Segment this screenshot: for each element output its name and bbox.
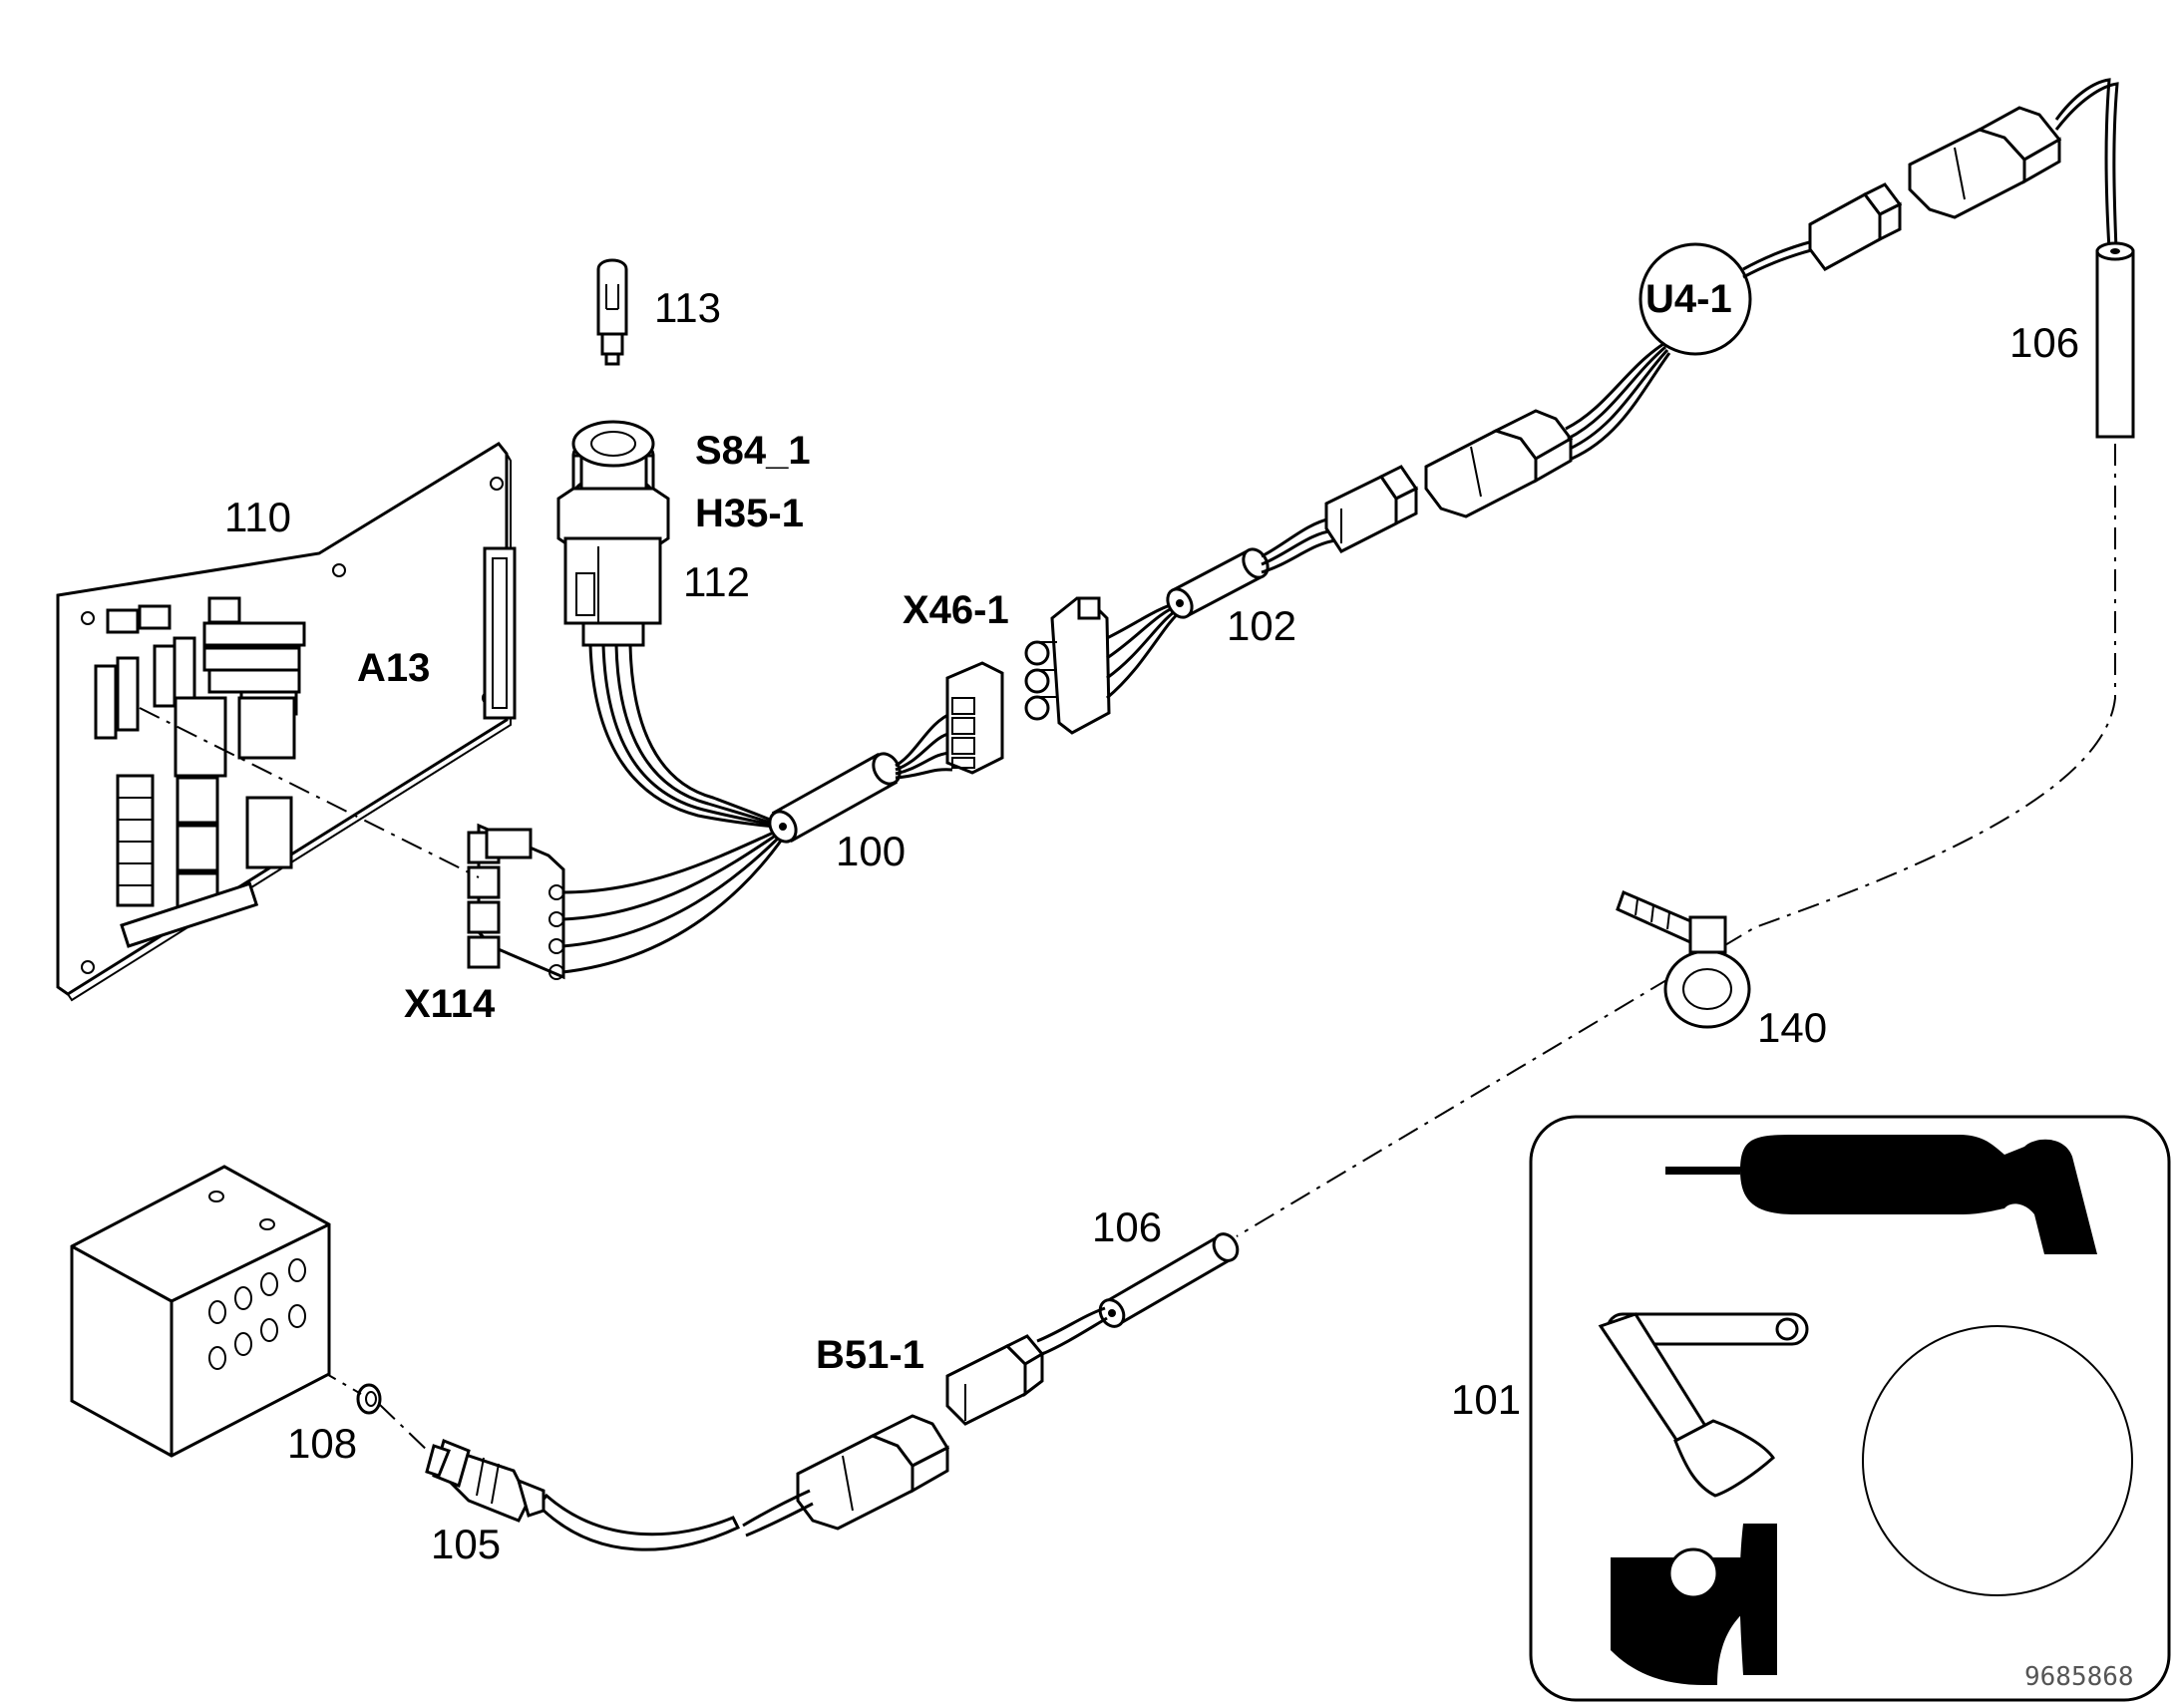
- board-connector-dash: [139, 707, 480, 878]
- connector-b51-1: [796, 1334, 1045, 1531]
- connector-dt-pair-mid: [1324, 409, 1574, 553]
- wire-bundle-102-dt: [1261, 516, 1337, 574]
- wire-bundle-x114: [561, 829, 786, 974]
- switch-s84-h35: [556, 420, 670, 647]
- wire-bundle-x46-102: [1106, 601, 1184, 700]
- wire-bundle-to-u4: [1565, 342, 1671, 461]
- sleeve-100: [768, 752, 902, 844]
- routing-dash-line: [1236, 444, 2116, 1237]
- designator-h35-1: H35-1: [695, 492, 804, 535]
- designator-x114: X114: [404, 982, 496, 1026]
- item-number-106-top: 106: [2009, 319, 2079, 366]
- designator-a13: A13: [357, 646, 430, 690]
- connector-x46-1: [945, 596, 1111, 775]
- machine-pictogram-101: [1529, 1115, 2171, 1702]
- sleeve-106-top: [2095, 241, 2135, 439]
- pressure-sensor-105: [425, 1438, 545, 1523]
- item-number-140: 140: [1757, 1004, 1827, 1051]
- item-number-106-bottom: 106: [1092, 1203, 1162, 1250]
- document-number: 9685868: [2024, 1662, 2134, 1692]
- wire-bundle-b51-105: [742, 1489, 814, 1537]
- designator-x46-1: X46-1: [903, 588, 1009, 632]
- sensor-cable-105: [536, 1493, 741, 1551]
- item-number-101: 101: [1451, 1376, 1521, 1423]
- wire-bundle-switch: [588, 644, 789, 830]
- wire-bundle-top-106: [2054, 78, 2119, 250]
- item-number-105: 105: [431, 1521, 501, 1567]
- item-number-100: 100: [836, 828, 906, 874]
- item-number-108: 108: [287, 1420, 357, 1467]
- sleeve-106-bottom: [1098, 1232, 1240, 1328]
- item-number-102: 102: [1227, 602, 1296, 649]
- wire-bundle-106-b51: [1036, 1306, 1108, 1356]
- cable-tie-140: [1616, 889, 1751, 1029]
- designator-b51-1: B51-1: [816, 1333, 924, 1377]
- circuit-board-a13: [56, 442, 517, 1002]
- connector-x114: [467, 823, 565, 980]
- bulb-113: [596, 258, 628, 366]
- valve-block: [70, 1165, 331, 1458]
- item-number-113: 113: [654, 284, 721, 331]
- washer-108: [356, 1383, 382, 1415]
- module-u4-1: [1638, 242, 1752, 356]
- designator-u4-1: U4-1: [1645, 277, 1732, 321]
- item-number-112: 112: [683, 558, 750, 605]
- designator-s84-1: S84_1: [695, 429, 811, 473]
- connector-dt-pair-top: [1808, 106, 2062, 271]
- item-number-110: 110: [224, 494, 291, 540]
- wire-bundle-100-x46: [895, 711, 953, 780]
- wire-bundle-u4-dt: [1742, 239, 1816, 279]
- sensor-axis-dash: [243, 1325, 432, 1455]
